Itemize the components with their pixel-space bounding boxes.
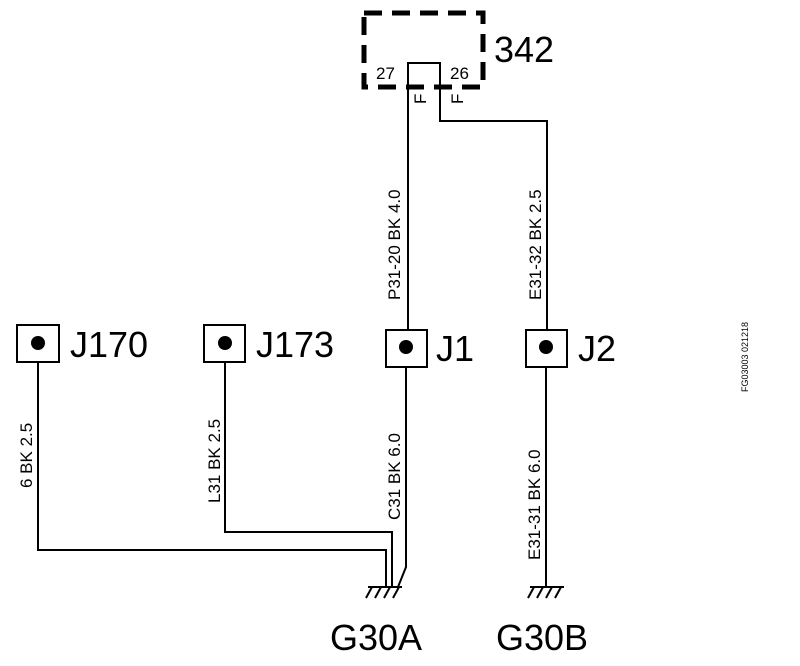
fuse-left-label: F	[411, 94, 430, 104]
connector-j170-dot	[31, 336, 45, 350]
wire-e31-32-label: E31-32 BK 2.5	[526, 189, 545, 300]
wire-p31-20-label: P31-20 BK 4.0	[385, 189, 404, 300]
component-342-label: 342	[494, 29, 554, 70]
ground-g30b-label: G30B	[496, 617, 588, 658]
ground-g30a-label: G30A	[330, 617, 422, 658]
connector-j173-dot	[218, 336, 232, 350]
wire-j170-label: 6 BK 2.5	[17, 423, 36, 488]
wire-e31-31-label: E31-31 BK 6.0	[525, 449, 544, 560]
component-342-box	[361, 10, 486, 90]
connector-j2-label: J2	[578, 328, 616, 369]
wire-e31-32	[439, 86, 548, 330]
wire-j170-ground	[37, 362, 387, 587]
connector-j173-label: J173	[256, 324, 334, 365]
figure-code: FG03003 021218	[740, 322, 750, 392]
ground-g30a-icon	[365, 586, 402, 599]
internal-jumper	[407, 62, 441, 86]
pin-26-label: 26	[450, 64, 469, 83]
connector-j1-label: J1	[436, 328, 474, 369]
pin-27-label: 27	[376, 64, 395, 83]
ground-g30b-icon	[527, 586, 564, 599]
connector-j1-dot	[399, 340, 413, 354]
connector-j170-label: J170	[70, 324, 148, 365]
wire-l31-label: L31 BK 2.5	[205, 419, 224, 503]
connector-j2-dot	[539, 340, 553, 354]
wire-c31-label: C31 BK 6.0	[385, 433, 404, 520]
wire-c31	[397, 367, 407, 588]
fuse-right-label: F	[448, 94, 467, 104]
wire-l31	[224, 362, 393, 587]
